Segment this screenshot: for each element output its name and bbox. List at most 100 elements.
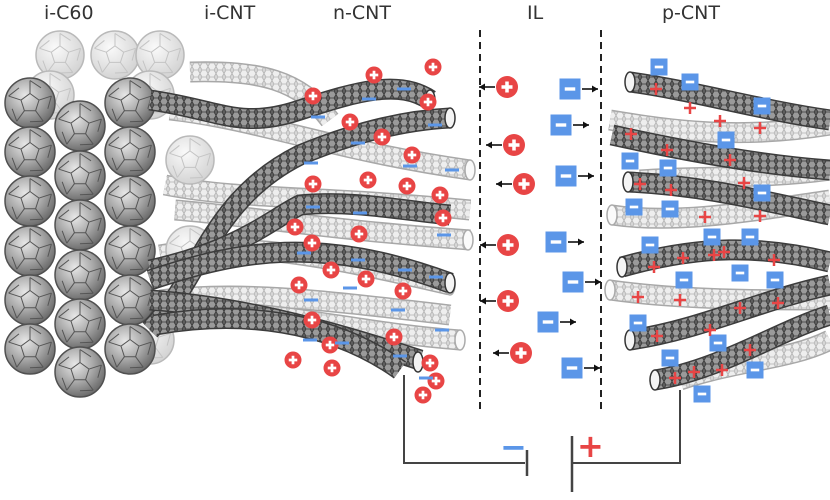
p-cnt-anion-17 — [709, 334, 727, 352]
n-cnt-cation-15 — [350, 225, 368, 243]
n-cnt-cation-3 — [304, 87, 322, 105]
p-cnt-anion-6 — [659, 159, 677, 177]
external-circuit — [403, 375, 681, 492]
p-cnt-anion-3 — [753, 97, 771, 115]
il-cation-arrow-2 — [486, 141, 502, 149]
p-cnt-hole-12 — [754, 210, 766, 222]
p-cnt-hole-1 — [650, 83, 662, 95]
n-cnt-cation-6 — [373, 128, 391, 146]
n-cnt-cation-23 — [323, 359, 341, 377]
dark-nanotube-3 — [147, 193, 452, 281]
il-cation-arrow-6 — [493, 349, 509, 357]
il-anion-2 — [550, 114, 572, 136]
p-cnt-anion-16 — [629, 314, 647, 332]
n-cnt-cation-2 — [365, 66, 383, 84]
fullerene-light-1 — [35, 30, 85, 80]
n-cnt-cation-19 — [290, 276, 308, 294]
p-cnt-hole-22 — [651, 330, 663, 342]
n-cnt-cation-1 — [424, 58, 442, 76]
p-cnt-anion-14 — [731, 264, 749, 282]
fullerene-col2-3 — [54, 199, 106, 251]
n-cnt-cation-7 — [403, 146, 421, 164]
label-il: IL — [527, 2, 544, 24]
il-anion-7 — [561, 357, 583, 379]
fullerene-col3-6 — [104, 323, 156, 375]
p-cnt-hole-27 — [744, 344, 756, 356]
p-cnt-hole-9 — [634, 178, 646, 190]
n-cnt-cation-12 — [434, 209, 452, 227]
dark-nanotube-6 — [153, 308, 407, 379]
p-cnt-hole-26 — [716, 364, 728, 376]
dark-nanotube-7 — [624, 71, 830, 131]
p-cnt-anion-13 — [675, 271, 693, 289]
light-nanotube-8 — [608, 109, 830, 144]
p-cnt-hole-14 — [648, 261, 660, 273]
fullerene-col3-1 — [104, 77, 156, 129]
circuit-wire-left — [403, 375, 525, 464]
p-cnt-hole-23 — [704, 324, 716, 336]
il-anion-1 — [559, 78, 581, 100]
dark-nanotube-2 — [142, 107, 456, 338]
n-cnt-cation-18 — [394, 282, 412, 300]
p-cnt-hole-15 — [677, 252, 689, 264]
p-cnt-hole-25 — [669, 372, 681, 384]
p-cnt-anion-11 — [703, 228, 721, 246]
fullerene-light-6 — [165, 135, 215, 185]
fullerene-col3-2 — [104, 126, 156, 178]
n-cnt-cation-22 — [284, 351, 302, 369]
fullerene-col2-5 — [54, 298, 106, 350]
n-cnt-cation-16 — [322, 261, 340, 279]
background-layer — [479, 30, 602, 410]
p-cnt-anion-4 — [717, 131, 735, 149]
p-cnt-hole-4 — [754, 122, 766, 134]
fullerene-light-2 — [90, 30, 140, 80]
n-cnt-cation-17 — [357, 270, 375, 288]
n-cnt-cation-25 — [421, 354, 439, 372]
n-cnt-cation-9 — [398, 177, 416, 195]
il-anion-arrow-5 — [585, 278, 601, 286]
il-cation-4 — [497, 234, 519, 256]
p-cnt-anion-5 — [621, 152, 639, 170]
p-cnt-hole-13 — [718, 246, 730, 258]
p-cnt-hole-8 — [738, 177, 750, 189]
il-cation-2 — [503, 134, 525, 156]
fullerene-col1-5 — [4, 274, 56, 326]
label-p-cnt: p-CNT — [662, 2, 721, 24]
il-anion-arrow-7 — [584, 364, 600, 372]
p-cnt-anion-15 — [766, 271, 784, 289]
n-cnt-cation-21 — [321, 336, 339, 354]
p-cnt-hole-2 — [684, 102, 696, 114]
il-anion-arrow-4 — [568, 238, 584, 246]
il-anion-arrow-1 — [582, 85, 598, 93]
p-cnt-anion-10 — [741, 228, 759, 246]
label-i-c60: i-C60 — [44, 2, 94, 24]
il-cation-3 — [513, 173, 535, 195]
p-cnt-anion-2 — [681, 73, 699, 91]
n-cnt-cation-13 — [286, 218, 304, 236]
n-cnt-cation-10 — [359, 171, 377, 189]
p-cnt-hole-10 — [665, 184, 677, 196]
dark-nanotube-9 — [616, 239, 830, 278]
il-anion-5 — [562, 271, 584, 293]
il-cation-6 — [510, 342, 532, 364]
fullerene-col1-3 — [4, 175, 56, 227]
fullerene-light-3 — [135, 30, 185, 80]
negative-terminal-sign: − — [500, 428, 527, 466]
p-cnt-anion-20 — [693, 385, 711, 403]
n-cnt-cation-27 — [414, 386, 432, 404]
p-cnt-hole-6 — [661, 144, 673, 156]
p-cnt-anion-12 — [641, 236, 659, 254]
p-cnt-hole-24 — [688, 366, 700, 378]
label-n-cnt: n-CNT — [333, 2, 391, 24]
il-cation-arrow-5 — [480, 297, 496, 305]
fullerene-col3-3 — [104, 175, 156, 227]
n-cnt-cation-24 — [385, 328, 403, 346]
n-cnt-cation-4 — [419, 93, 437, 111]
p-cnt-hole-18 — [632, 291, 644, 303]
p-cnt-anion-9 — [661, 200, 679, 218]
il-cation-1 — [496, 76, 518, 98]
il-anion-arrow-6 — [560, 318, 576, 326]
il-cation-arrow-4 — [480, 241, 496, 249]
il-cation-arrow-1 — [479, 83, 495, 91]
p-cnt-anion-8 — [625, 198, 643, 216]
